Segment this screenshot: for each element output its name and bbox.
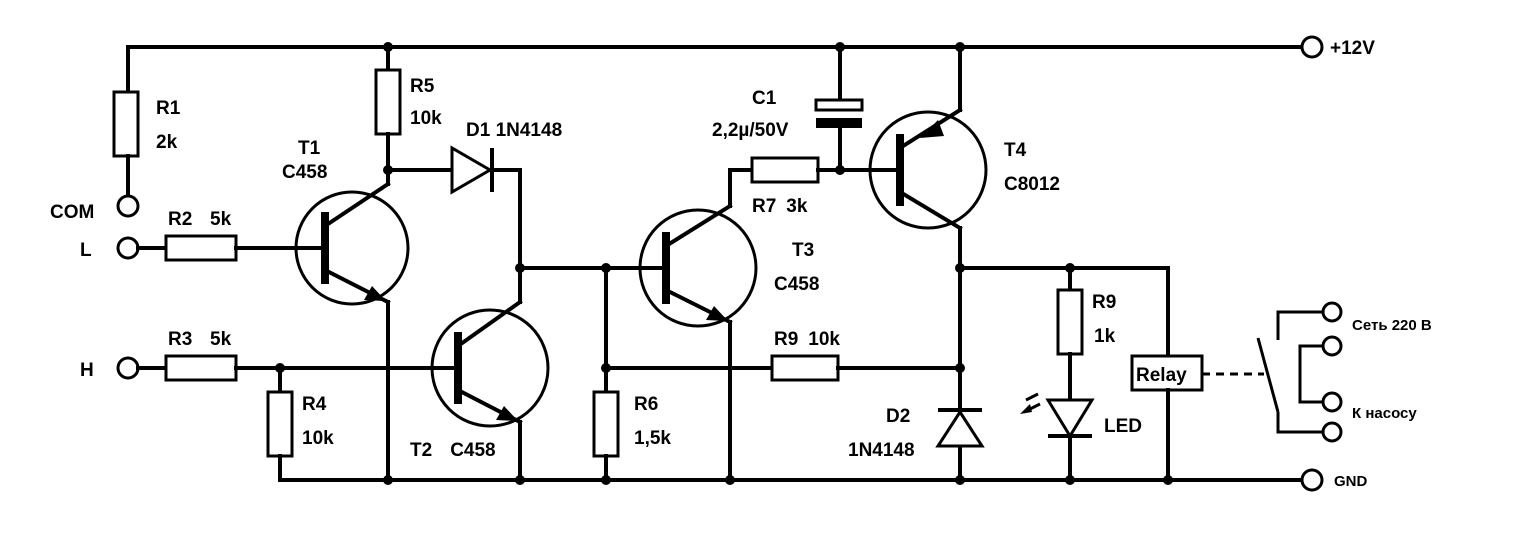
h-terminal bbox=[116, 356, 140, 380]
t4-value: C8012 bbox=[1004, 174, 1060, 195]
r4-ref: R4 bbox=[302, 394, 327, 415]
capacitor-c1 bbox=[814, 98, 864, 128]
r1-ref: R1 bbox=[156, 98, 181, 119]
plus12v-terminal bbox=[1300, 35, 1324, 59]
r5-ref: R5 bbox=[410, 76, 435, 97]
r1-value: 2k bbox=[156, 132, 178, 153]
r6-value: 1,5k bbox=[634, 428, 671, 449]
d2-ref: D2 bbox=[886, 406, 910, 427]
resistor-r3 bbox=[164, 354, 238, 382]
t1-ref: T1 bbox=[298, 138, 321, 159]
relay-contacts bbox=[1256, 310, 1322, 434]
gnd-terminal bbox=[1300, 468, 1324, 492]
com-label: COM bbox=[50, 202, 94, 223]
diode-d1 bbox=[450, 145, 494, 195]
com-terminal bbox=[116, 194, 140, 218]
led-label: LED bbox=[1104, 416, 1142, 437]
r4-value: 10k bbox=[302, 428, 334, 449]
c1-ref: C1 bbox=[752, 88, 777, 109]
relay-label: Relay bbox=[1136, 365, 1187, 386]
r2-value: 5k bbox=[210, 209, 232, 230]
l-terminal bbox=[116, 236, 140, 260]
t1-value: C458 bbox=[282, 162, 327, 183]
mains-label: Сеть 220 В bbox=[1352, 317, 1432, 334]
gnd-label: GND bbox=[1334, 473, 1368, 490]
transistor-t3 bbox=[638, 203, 758, 328]
r6-ref: R6 bbox=[634, 394, 658, 415]
resistor-r2 bbox=[164, 234, 238, 262]
resistor-r1 bbox=[112, 90, 140, 158]
d2-value: 1N4148 bbox=[848, 440, 915, 461]
h-label: H bbox=[80, 360, 94, 381]
r9b-value: 1k bbox=[1094, 326, 1116, 347]
r5-value: 10k bbox=[410, 108, 442, 129]
resistor-r4 bbox=[266, 390, 294, 458]
junction-dots bbox=[275, 42, 1173, 485]
transistor-t1 bbox=[294, 181, 410, 306]
resistor-r5 bbox=[374, 68, 402, 136]
r9b-ref: R9 bbox=[1092, 292, 1116, 313]
transistor-t4 bbox=[868, 107, 988, 231]
resistor-r6 bbox=[592, 390, 620, 458]
r1-branch bbox=[112, 45, 140, 198]
r3-ref: R3 bbox=[168, 329, 192, 350]
pump-label: К насосу bbox=[1352, 405, 1417, 422]
diode-d2 bbox=[935, 408, 985, 448]
r3-value: 5k bbox=[210, 329, 232, 350]
transistor-t2 bbox=[430, 299, 550, 428]
mains-terminal-1 bbox=[1321, 301, 1343, 323]
plus12v-label: +12V bbox=[1330, 38, 1375, 59]
d1-label: D1 1N4148 bbox=[466, 120, 562, 141]
led bbox=[1020, 392, 1095, 439]
relay-coil bbox=[1130, 354, 1204, 392]
pump-terminal-1 bbox=[1321, 391, 1343, 413]
t3-ref: T3 bbox=[792, 240, 814, 261]
mains-terminal-2 bbox=[1321, 335, 1343, 357]
c1-value: 2,2µ/50V bbox=[712, 120, 789, 141]
pump-terminal-2 bbox=[1321, 421, 1343, 443]
resistor-r9-led bbox=[1056, 288, 1084, 356]
l-label: L bbox=[80, 240, 92, 261]
t4-ref: T4 bbox=[1004, 140, 1027, 161]
r2-ref: R2 bbox=[168, 209, 192, 230]
t3-value: C458 bbox=[774, 274, 819, 295]
resistor-r9-feedback bbox=[770, 354, 840, 382]
resistor-r7 bbox=[750, 156, 820, 184]
